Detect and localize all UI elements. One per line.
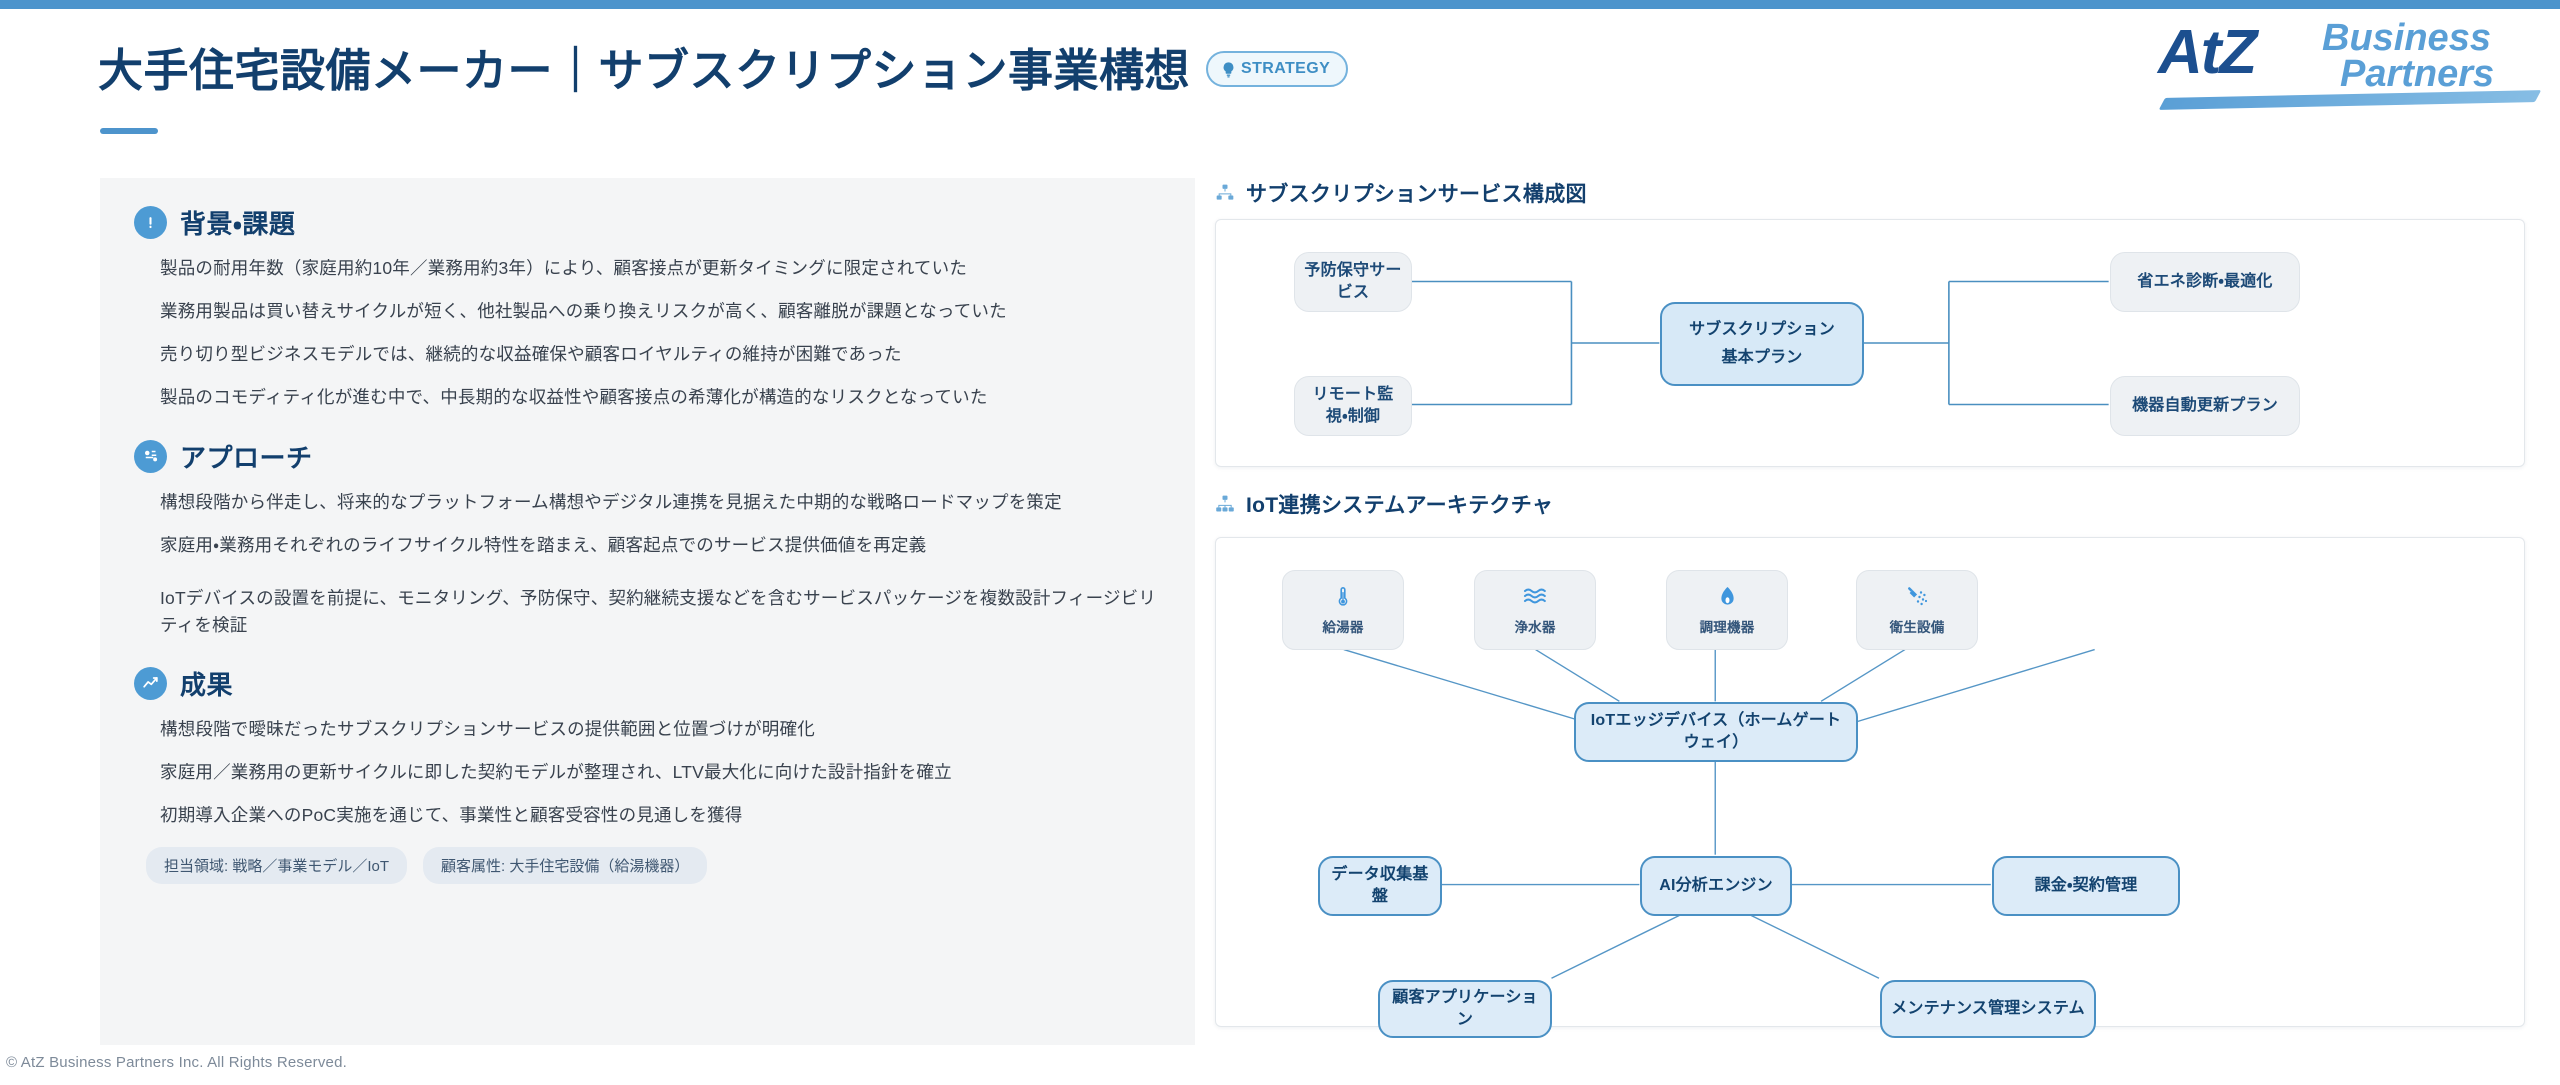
- water-waves-icon: [1522, 585, 1548, 609]
- device-card-label: 調理機器: [1699, 619, 1755, 635]
- logo-mark: AtZ: [2158, 18, 2257, 87]
- iot-architecture-diagram: 給湯器 浄水器 調: [1215, 537, 2525, 1038]
- diagram-1-edges: [1411, 280, 2109, 406]
- device-card-label: 浄水器: [1514, 619, 1556, 635]
- list-item: 家庭用／業務用の更新サイクルに即した契約モデルが整理され、LTV最大化に向けた設…: [160, 762, 952, 783]
- bullet-list: 構想段階から伴走し、将来的なプラットフォーム構想やデジタル連携を見据えた中期的な…: [134, 489, 1161, 640]
- section-title: アプローチ: [180, 442, 313, 473]
- tag-domain: 担当領域: 戦略／事業モデル／IoT: [146, 847, 408, 885]
- tag-client-profile: 顧客属性: 大手住宅設備（給湯機器）: [423, 847, 708, 885]
- diagram-1-title: サブスクリプションサービス構成図: [1246, 183, 1587, 206]
- title-underline: [100, 128, 158, 134]
- section-header: アプローチ: [134, 438, 1161, 475]
- node-data-collection-platform[interactable]: データ収集基盤: [1318, 856, 1442, 916]
- diagram-2-header: IoT連携システムアーキテクチャ: [1215, 489, 2525, 519]
- device-card-water-purifier[interactable]: 浄水器: [1474, 570, 1596, 650]
- top-accent-bar: [0, 0, 2560, 9]
- list-item: 業務用製品は買い替えサイクルが短く、他社製品への乗り換えリスクが高く、顧客離脱が…: [160, 301, 1007, 322]
- list-item: 構想段階から伴走し、将来的なプラットフォーム構想やデジタル連携を見据えた中期的な…: [160, 491, 1062, 512]
- subscription-structure-diagram: 予防保守サービス リモート監視・制御 サブスクリプション 基本プラン 省エネ診断…: [1215, 219, 2525, 467]
- node-line-2: 基本プラン: [1721, 349, 1803, 366]
- device-card-cooking-appliance[interactable]: 調理機器: [1666, 570, 1788, 650]
- node-line-1: サブスクリプション: [1689, 321, 1835, 339]
- page-title: 大手住宅設備メーカー｜サブスクリプション事業構想: [98, 44, 1191, 96]
- device-card-label: 給湯器: [1322, 619, 1364, 635]
- thermometer-icon: [1331, 585, 1355, 609]
- status-badge-label: STRATEGY: [1241, 60, 1331, 77]
- list-item: 製品のコモディティ化が進む中で、中長期的な収益性や顧客接点の希薄化が構造的なリス…: [160, 387, 988, 408]
- sitemap-icon: [1215, 183, 1235, 203]
- section-title: 成果: [180, 670, 234, 700]
- logo-word-line1: Business: [2322, 17, 2491, 59]
- diagram-2-title: IoT連携システムアーキテクチャ: [1246, 494, 1554, 517]
- list-item: 製品の耐用年数（家庭用約10年／業務用約3年）により、顧客接点が更新タイミングに…: [160, 258, 968, 278]
- tag-list: 担当領域: 戦略／事業モデル／IoT 顧客属性: 大手住宅設備（給湯機器）: [134, 847, 1161, 885]
- diagram-1-header: サブスクリプションサービス構成図: [1215, 178, 2525, 208]
- list-item: 売り切り型ビジネスモデルでは、継続的な収益確保や顧客ロイヤルティの維持が困難であ…: [160, 344, 902, 365]
- logo-swoosh: [2158, 90, 2542, 110]
- status-badge[interactable]: STRATEGY: [1206, 51, 1349, 87]
- case-summary-panel: 背景・課題 製品の耐用年数（家庭用約10年／業務用約3年）により、顧客接点が更新…: [100, 178, 1195, 1045]
- logo-word-line2: Partners: [2340, 53, 2495, 96]
- node-auto-replacement-plan[interactable]: 機器自動更新プラン: [2110, 376, 2300, 436]
- node-iot-edge-gateway[interactable]: IoTエッジデバイス（ホームゲートウェイ）: [1574, 702, 1858, 762]
- network-nodes-icon: [1215, 494, 1235, 514]
- node-billing-contract-management[interactable]: 課金・契約管理: [1992, 856, 2180, 916]
- list-item: IoTデバイスの設置を前提に、モニタリング、予防保守、契約継続支援などを含むサー…: [160, 587, 1157, 635]
- company-logo: AtZ Business Partners: [2150, 14, 2550, 114]
- flame-icon: [1716, 585, 1739, 609]
- bullet-list: 製品の耐用年数（家庭用約10年／業務用約3年）により、顧客接点が更新タイミングに…: [134, 255, 1161, 412]
- node-ai-analysis-engine[interactable]: AI分析エンジン: [1640, 856, 1792, 916]
- diagrams-column: サブスクリプションサービス構成図: [1215, 178, 2525, 1038]
- footer-copyright: © AtZ Business Partners Inc. All Rights …: [6, 1054, 347, 1071]
- node-remote-monitoring[interactable]: リモート監視・制御: [1294, 376, 1412, 436]
- list-item: 構想段階で曖昧だったサブスクリプションサービスの提供範囲と位置づけが明確化: [160, 719, 815, 739]
- node-subscription-base-plan[interactable]: サブスクリプション 基本プラン: [1660, 302, 1864, 386]
- approach-idea-icon: [134, 439, 167, 473]
- section-title: 背景・課題: [180, 209, 296, 239]
- section-header: 成果: [134, 665, 1161, 702]
- slide-header: 大手住宅設備メーカー｜サブスクリプション事業構想 STRATEGY: [98, 28, 2478, 138]
- section-background-issues: 背景・課題 製品の耐用年数（家庭用約10年／業務用約3年）により、顧客接点が更新…: [134, 204, 1161, 412]
- device-card-water-heater[interactable]: 給湯器: [1282, 570, 1404, 650]
- bullet-list: 構想段階で曖昧だったサブスクリプションサービスの提供範囲と位置づけが明確化 家庭…: [134, 716, 1161, 829]
- node-preventive-maintenance[interactable]: 予防保守サービス: [1294, 252, 1412, 312]
- section-approach: アプローチ 構想段階から伴走し、将来的なプラットフォーム構想やデジタル連携を見据…: [134, 438, 1161, 640]
- node-customer-application[interactable]: 顧客アプリケーション: [1378, 980, 1552, 1038]
- section-header: 背景・課題: [134, 204, 1161, 241]
- node-energy-diagnosis[interactable]: 省エネ診断・最適化: [2110, 252, 2300, 312]
- section-results: 成果 構想段階で曖昧だったサブスクリプションサービスの提供範囲と位置づけが明確化…: [134, 665, 1161, 885]
- device-card-label: 衛生設備: [1889, 619, 1945, 635]
- list-item: 家庭用・業務用それぞれのライフサイクル特性を踏まえ、顧客起点でのサービス提供価値…: [160, 534, 927, 555]
- shower-icon: [1905, 585, 1929, 609]
- list-item: 初期導入企業へのPoC実施を通じて、事業性と顧客受容性の見通しを獲得: [160, 805, 743, 826]
- lightbulb-icon: [1220, 61, 1237, 78]
- exclamation-circle-icon: [134, 206, 167, 239]
- logo-wordmark: Business Partners: [2322, 17, 2495, 96]
- device-card-sanitary-equipment[interactable]: 衛生設備: [1856, 570, 1978, 650]
- title-row: 大手住宅設備メーカー｜サブスクリプション事業構想 STRATEGY: [98, 28, 2478, 104]
- chart-up-icon: [134, 667, 167, 700]
- node-maintenance-management-system[interactable]: メンテナンス管理システム: [1880, 980, 2096, 1038]
